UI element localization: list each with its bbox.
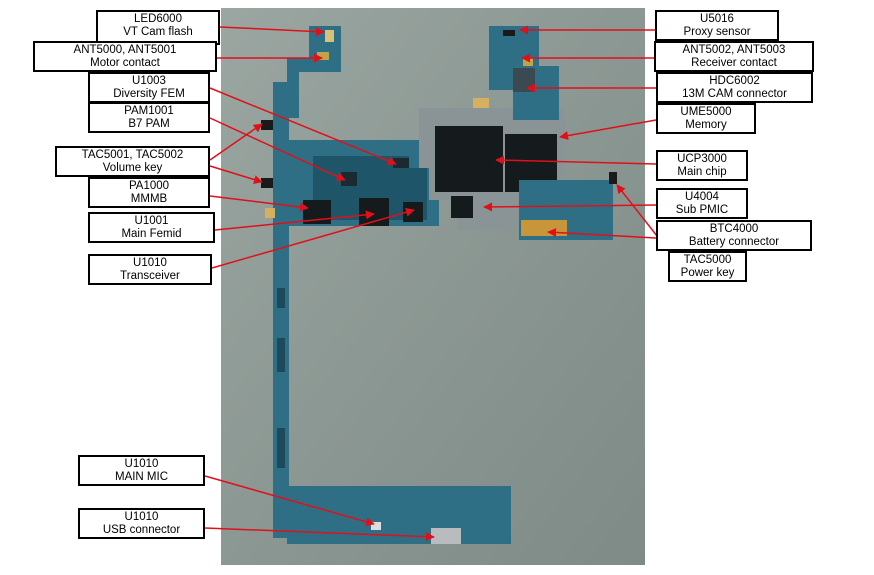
leader-pam1001	[209, 117, 346, 181]
callout-description: Motor contact	[90, 56, 160, 69]
callout-ume5000: UME5000 Memory	[656, 103, 756, 134]
callout-id: ANT5002, ANT5003	[682, 44, 786, 56]
leader-btc4000	[547, 227, 657, 239]
callout-id: LED6000	[134, 13, 182, 25]
callout-description: Transceiver	[120, 269, 180, 282]
callout-description: Memory	[685, 118, 727, 131]
leader-ume5000	[559, 119, 657, 141]
callout-id: PAM1001	[124, 105, 174, 117]
callout-btc4000: BTC4000 Battery connector	[656, 220, 812, 251]
sub-pmic-chip	[451, 196, 473, 218]
callout-description: MMMB	[130, 192, 168, 205]
callout-id: TAC5000	[683, 254, 732, 266]
callout-description: VT Cam flash	[123, 25, 193, 38]
callout-id: U4004	[685, 191, 719, 203]
vt-cam-flash-led	[325, 30, 334, 42]
callout-id: U1003	[132, 75, 166, 87]
left-flex-strip	[273, 82, 289, 538]
leader-led6000	[219, 26, 325, 37]
callout-u1010-usb: U1010 USB connector	[78, 508, 205, 539]
callout-tac5001: TAC5001, TAC5002 Volume key	[55, 146, 210, 177]
leader-u1010u	[204, 527, 435, 542]
callout-id: U1010	[124, 458, 159, 470]
callout-u5016: U5016 Proxy sensor	[655, 10, 779, 41]
callout-id: HDC6002	[709, 75, 760, 87]
callout-description: Receiver contact	[691, 56, 777, 69]
callout-id: U1001	[134, 215, 169, 227]
callout-description: Volume key	[102, 161, 163, 174]
strip-component-3	[277, 428, 285, 468]
leader-tac5001-a	[209, 123, 263, 161]
leader-u4004	[483, 202, 657, 212]
motor-contact-pad	[317, 52, 329, 60]
strip-component-2	[277, 338, 285, 372]
callout-description: Sub PMIC	[675, 203, 729, 216]
callout-description: Diversity FEM	[113, 87, 185, 100]
callout-description: Power key	[680, 266, 735, 279]
gold-screw-pad-left	[265, 208, 275, 218]
leader-u1003	[209, 87, 397, 166]
callout-id: ANT5000, ANT5001	[73, 44, 177, 56]
callout-id: BTC4000	[709, 223, 759, 235]
callout-description: USB connector	[102, 523, 181, 536]
leader-u1010m	[204, 475, 375, 527]
main-chip-ucp3000	[435, 126, 503, 192]
callout-id: PA1000	[128, 180, 170, 192]
diversity-fem-chip	[393, 158, 409, 168]
callout-ant5000: ANT5000, ANT5001 Motor contact	[33, 41, 217, 72]
callout-pa1000: PA1000 MMMB	[88, 177, 210, 208]
leader-u1010t	[211, 207, 415, 269]
leader-ucp3000	[495, 155, 657, 165]
leader-tac5001-b	[209, 165, 263, 184]
pcb-photo	[221, 8, 645, 565]
callout-id: TAC5001, TAC5002	[81, 149, 184, 161]
gold-screw-pad-top	[473, 98, 489, 108]
leader-u1001	[214, 210, 375, 231]
callout-pam1001: PAM1001 B7 PAM	[88, 102, 210, 133]
callout-id: U1010	[133, 257, 167, 269]
callout-description: Main chip	[677, 165, 727, 178]
callout-u4004: U4004 Sub PMIC	[656, 188, 748, 219]
leader-pa1000	[209, 195, 309, 212]
callout-description: Main Femid	[121, 227, 182, 240]
callout-description: Proxy sensor	[683, 25, 751, 38]
callout-hdc6002: HDC6002 13M CAM connector	[656, 72, 813, 103]
strip-component-1	[277, 288, 285, 308]
callout-u1001: U1001 Main Femid	[88, 212, 215, 243]
proxy-sensor	[503, 30, 515, 36]
callout-description: B7 PAM	[128, 117, 170, 130]
callout-ucp3000: UCP3000 Main chip	[656, 150, 748, 181]
volume-key-1	[261, 120, 273, 130]
callout-id: U5016	[700, 13, 734, 25]
usb-connector-port	[431, 528, 461, 544]
power-key	[609, 172, 617, 184]
callout-u1003: U1003 Diversity FEM	[88, 72, 210, 103]
callout-id: U1010	[124, 511, 159, 523]
callout-tac5000: TAC5000 Power key	[668, 251, 747, 282]
callout-u1010-transceiver: U1010 Transceiver	[88, 254, 212, 285]
main-mic	[371, 522, 381, 530]
callout-description: Battery connector	[688, 235, 780, 248]
callout-id: UME5000	[680, 106, 732, 118]
callout-id: UCP3000	[677, 153, 727, 165]
callout-description: 13M CAM connector	[682, 87, 787, 100]
volume-key-2	[261, 178, 273, 188]
flash-arm-board	[287, 26, 341, 118]
callout-description: MAIN MIC	[114, 470, 169, 483]
callout-led6000: LED6000 VT Cam flash	[96, 10, 220, 45]
callout-u1010-main-mic: U1010 MAIN MIC	[78, 455, 205, 486]
callout-ant5002: ANT5002, ANT5003 Receiver contact	[654, 41, 814, 72]
